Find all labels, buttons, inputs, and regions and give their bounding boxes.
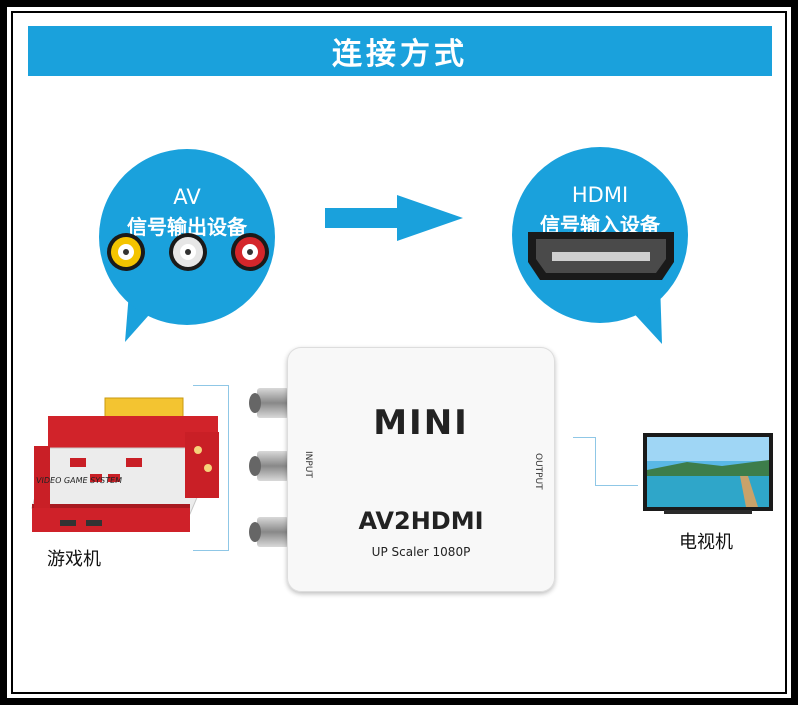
tv-caption: 电视机 — [679, 532, 733, 553]
right-bubble-line1: HDMI — [571, 183, 629, 207]
rca-jack-top — [249, 388, 289, 418]
tv-line-vertical — [595, 437, 596, 485]
input-label: INPUT — [303, 451, 313, 478]
left-bubble: AV 信号输出设备 — [99, 149, 275, 325]
tv-image — [643, 433, 773, 514]
rca-jack-bottom — [249, 517, 289, 547]
page-title: 连接方式 — [332, 37, 468, 72]
console-line-vertical — [228, 385, 229, 550]
console-line-bottom — [193, 550, 229, 551]
device-scaler: UP Scaler 1080P — [371, 545, 471, 559]
title-bar: 连接方式 — [28, 26, 772, 76]
game-console-image — [31, 397, 219, 532]
device-model: AV2HDMI — [358, 507, 484, 535]
tv-line-top — [573, 437, 595, 438]
console-caption: 游戏机 — [47, 549, 101, 570]
console-line-top — [193, 385, 229, 386]
left-bubble-line1: AV — [173, 185, 201, 209]
rca-plugs-icon — [107, 233, 269, 271]
hdmi-port-icon — [528, 232, 674, 280]
tv-line-bottom — [595, 485, 638, 486]
device-brand: MINI — [373, 403, 469, 443]
rca-jack-middle — [249, 451, 289, 481]
right-bubble: HDMI 信号输入设备 — [512, 147, 688, 323]
inner-frame — [11, 11, 787, 694]
console-label-text: VIDEO GAME SYSTEM — [35, 476, 123, 485]
av2hdmi-converter: MINI INPUT OUTPUT AV2HDMI UP Scaler 1080… — [287, 347, 555, 592]
output-label: OUTPUT — [533, 453, 543, 490]
right-arrow-icon — [325, 195, 463, 241]
